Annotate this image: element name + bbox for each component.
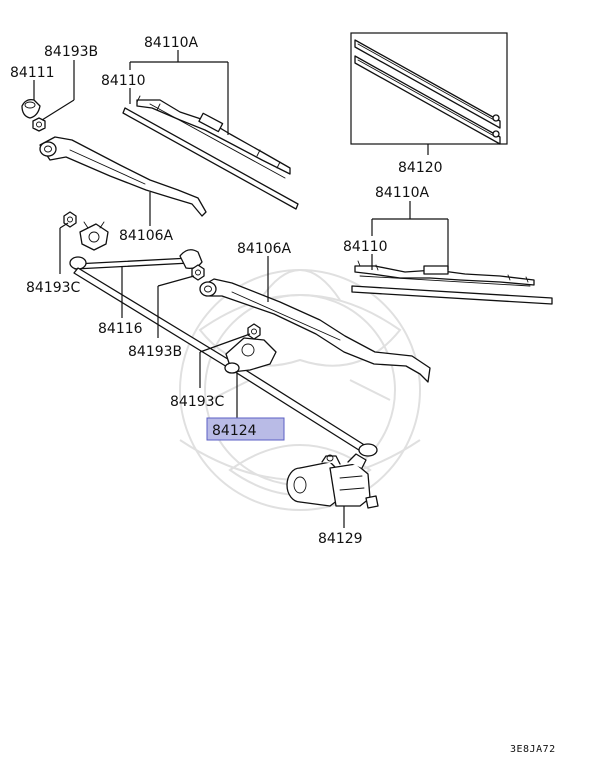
wiper-linkage	[69, 221, 378, 457]
label-84193B-mid[interactable]: 84193B	[128, 344, 182, 360]
label-84116[interactable]: 84116	[98, 321, 143, 337]
label-84193C-mid[interactable]: 84193C	[170, 394, 225, 410]
wiper-motor	[286, 453, 379, 509]
label-84110-left[interactable]: 84110	[101, 73, 146, 89]
nut-top	[32, 117, 46, 132]
label-84110-right[interactable]: 84110	[343, 239, 388, 255]
label-84193B-top[interactable]: 84193B	[44, 44, 98, 60]
label-84193C-left[interactable]: 84193C	[26, 280, 81, 296]
wiper-blade-left	[122, 95, 299, 210]
blade-refill-box	[350, 32, 508, 145]
label-84124[interactable]: 84124	[212, 423, 257, 439]
diagram-code: 3E8JA72	[510, 744, 556, 755]
highlight-84124	[206, 417, 285, 441]
nut-linkage-right	[247, 323, 261, 340]
label-84106A-left[interactable]: 84106A	[119, 228, 174, 244]
label-84106A-right[interactable]: 84106A	[237, 241, 292, 257]
pivot-cap	[21, 98, 41, 119]
label-84111[interactable]: 84111	[10, 65, 55, 81]
leader-lines	[33, 50, 449, 528]
label-84110A-left[interactable]: 84110A	[144, 35, 199, 51]
wiper-blade-right	[351, 260, 553, 305]
wiper-arm-right	[199, 278, 431, 383]
wiper-arm-left	[39, 136, 207, 217]
label-84120[interactable]: 84120	[398, 160, 443, 176]
label-84110A-right[interactable]: 84110A	[375, 185, 430, 201]
nut-arm-mid	[191, 264, 205, 281]
label-84129[interactable]: 84129	[318, 531, 363, 547]
